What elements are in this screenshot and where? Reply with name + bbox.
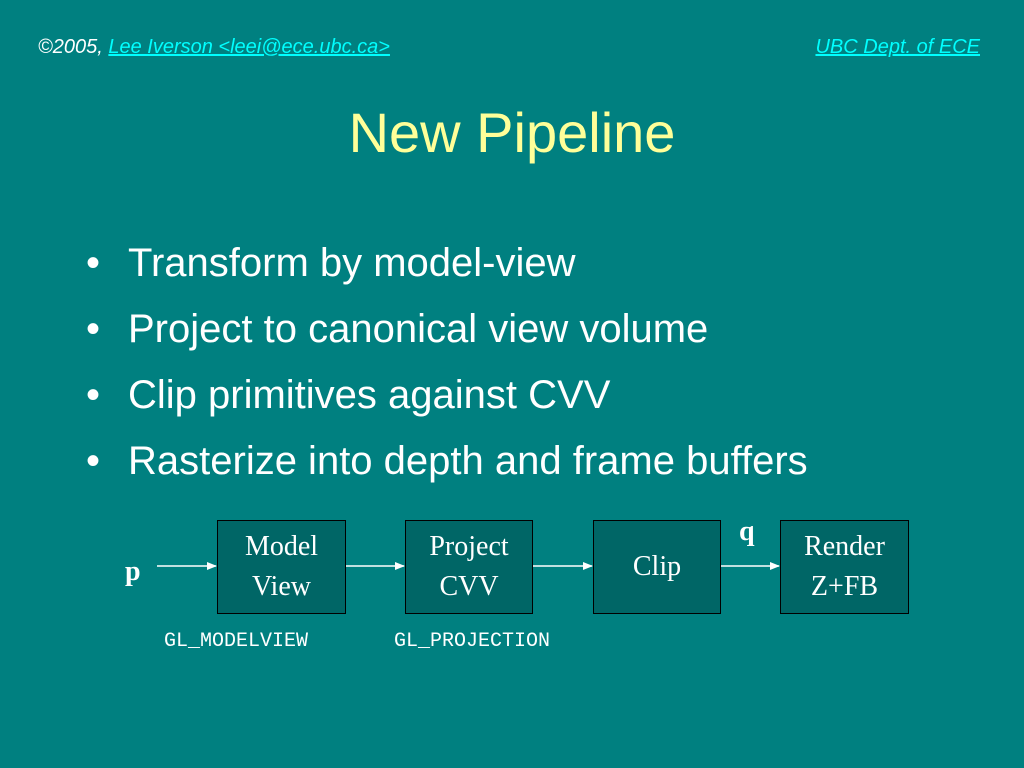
bullet-item: •Clip primitives against CVV bbox=[86, 362, 808, 428]
bullet-item: •Project to canonical view volume bbox=[86, 296, 808, 362]
bullet-list: •Transform by model-view •Project to can… bbox=[86, 230, 808, 494]
stage-box-clip: Clip bbox=[593, 520, 721, 614]
stage-box-render: Render Z+FB bbox=[780, 520, 909, 614]
copyright-text: ©2005, bbox=[38, 36, 103, 58]
stage-box-project: Project CVV bbox=[405, 520, 533, 614]
bullet-dot-icon: • bbox=[86, 439, 101, 483]
dept-link[interactable]: UBC Dept. of ECE bbox=[815, 36, 980, 58]
input-label-p: p bbox=[125, 556, 141, 587]
label-gl-modelview: GL_MODELVIEW bbox=[164, 630, 309, 653]
bullet-item: •Rasterize into depth and frame buffers bbox=[86, 428, 808, 494]
bullet-item: •Transform by model-view bbox=[86, 230, 808, 296]
stage-box-modelview: Model View bbox=[217, 520, 346, 614]
dept-header: UBC Dept. of ECE bbox=[815, 36, 980, 59]
copyright-line: ©2005, Lee Iverson <leei@ece.ubc.ca> bbox=[38, 36, 390, 59]
bullet-dot-icon: • bbox=[86, 373, 101, 417]
bullet-dot-icon: • bbox=[86, 307, 101, 351]
bullet-dot-icon: • bbox=[86, 241, 101, 285]
author-email-link[interactable]: Lee Iverson <leei@ece.ubc.ca> bbox=[108, 36, 390, 58]
output-label-q: q bbox=[739, 516, 755, 547]
slide-title: New Pipeline bbox=[348, 101, 676, 164]
label-gl-projection: GL_PROJECTION bbox=[394, 630, 551, 653]
